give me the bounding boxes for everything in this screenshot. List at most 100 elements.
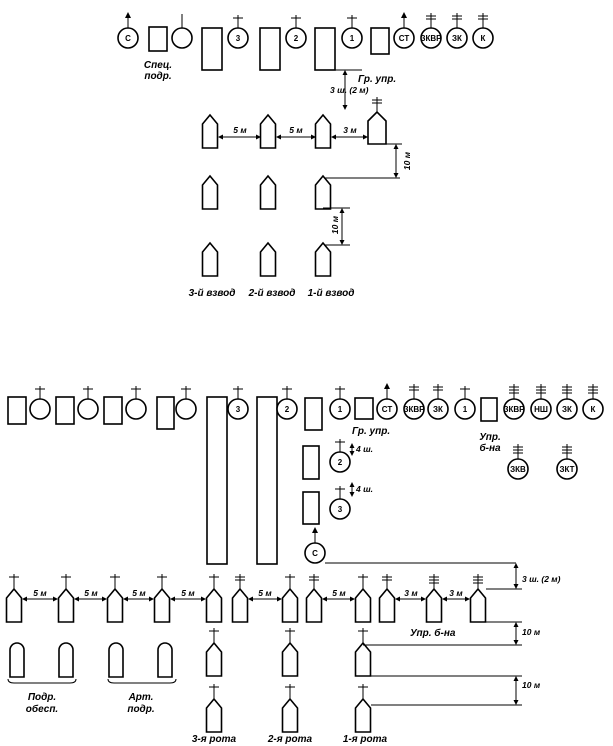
bottom-vehicle-r3-0 [205,684,223,733]
top-gap-5m-2 [276,134,316,140]
bottom-vehicle-r1-1 [57,574,75,623]
top-vehicle-r1-1 [259,113,277,149]
bottom-upr-label-2: б-на [479,442,501,454]
symbol-label: СТ [399,34,410,43]
bottom-support-vehicle-0 [9,642,25,678]
bottom-bracket-art [107,678,177,684]
top-dim-10m-2: 10 м [330,215,340,234]
bottom-dim-3m-b: 3 м [449,588,463,598]
symbol-label: К [591,405,596,414]
bottom-gap-5m-c [123,596,154,602]
spec-label-line2: подр. [144,71,171,82]
bottom-vehicle-r2-2 [354,628,372,677]
bottom-vehicle-r1-5 [231,574,249,623]
bottom-circle-5: ЗК [427,384,449,420]
podr-label-2: обесп. [26,703,58,715]
top-dim-5m-1: 5 м [233,125,247,135]
art-label-2: подр. [127,704,154,715]
symbol-label: С [125,34,131,43]
platoon-3-label: 3-й взвод [189,288,236,299]
top-vehicle-r1-2 [314,113,332,149]
bottom-circle-13: С [304,527,326,564]
bottom-vehicle-r1-3 [153,574,171,623]
bottom-circle-11: 2 [329,439,351,473]
symbol-label: ЗКВ [510,465,526,474]
bottom-rect-st [354,397,374,420]
top-rect-gr [370,27,390,55]
top-circle-3: 2 [285,15,307,49]
bottom-support-rect-2 [103,396,123,425]
top-dim-10m-1: 10 м [402,151,412,170]
symbol-label: 2 [338,458,343,467]
top-circle-5: СТ [393,12,415,49]
symbol-label: ЗК [562,405,572,414]
bottom-rect-2 [302,445,320,480]
symbol-label: 1 [463,405,468,414]
bottom-gap-10m-2 [513,676,519,705]
bottom-circle-7: ЗКВР [503,384,525,420]
bottom-gap-5m-b [74,596,107,602]
top-dim-5m-2: 5 м [289,125,303,135]
top-rect-spec [148,26,168,52]
spec-label-line1: Спец. [144,60,172,71]
bottom-vehicle-r1-9 [378,574,396,623]
top-rect-3 [201,27,223,71]
bottom-bracket-podr [7,678,77,684]
top-gap-3m [331,134,368,140]
top-dim-3m: 3 м [343,125,357,135]
top-vehicle-r3-1 [259,241,277,277]
bottom-support-circle-1 [77,386,99,420]
bottom-circle-6: 1 [454,386,476,420]
bottom-support-circle-0 [29,386,51,420]
bottom-circle-3: СТ [376,383,398,420]
symbol-label: 3 [338,505,343,514]
company-1-label: 1-я рота [343,734,388,745]
top-gap-10m-1 [393,144,399,178]
symbol-label: 2 [285,405,290,414]
bottom-gap-5m-e [248,596,282,602]
top-circle-7: ЗК [446,13,468,49]
symbol-label: 2 [294,34,299,43]
symbol-label: СТ [382,405,393,414]
bottom-vehicle-r1-0 [5,574,23,623]
art-label-1: Арт. [128,692,154,703]
symbol-label: ЗКВР [503,405,525,414]
bottom-column-3 [206,396,228,565]
top-vehicle-r3-0 [201,241,219,277]
bottom-vehicle-r1-8 [354,574,372,623]
bottom-support-rect-0 [7,396,27,425]
symbol-label: ЗКВР [403,405,425,414]
symbol-label: 3 [236,405,241,414]
bottom-dim-5m-a: 5 м [33,588,47,598]
bottom-gap-5m-a [22,596,58,602]
bottom-vehicle-r2-1 [281,628,299,677]
top-gap-5m-1 [218,134,261,140]
symbol-label: 1 [338,405,343,414]
top-circle-4: 1 [341,15,363,49]
bottom-vehicle-r2-0 [205,628,223,677]
bottom-gap-5m-d [170,596,206,602]
bottom-circle-1: 2 [276,386,298,420]
symbol-label: ЗКТ [560,465,575,474]
bottom-vehicle-r1-7 [305,574,323,623]
top-circle-0: С [117,12,139,49]
bottom-support-circle-2 [125,386,147,420]
bottom-support-vehicle-3 [157,642,173,678]
top-vehicle-r1-0 [201,113,219,149]
top-gap-3sh [342,70,348,110]
top-vehicle-r2-2 [314,174,332,210]
bottom-upr-bn-label: Упр. б-на [410,627,456,639]
bottom-rect-3b [302,491,320,525]
bottom-column-2 [256,396,278,565]
bottom-gap-4sh-1 [349,443,355,456]
bottom-circle-2: 1 [329,386,351,420]
bottom-dim-5m-c: 5 м [132,588,146,598]
symbol-label: ЗК [452,34,462,43]
bottom-dim-3m-a: 3 м [404,588,418,598]
bottom-support-circle-3 [175,386,197,420]
bottom-dim-10m-2: 10 м [522,680,541,690]
symbol-label: НШ [534,405,548,414]
symbol-label: ЗКВР [420,34,442,43]
bottom-circle-10: К [582,384,604,420]
